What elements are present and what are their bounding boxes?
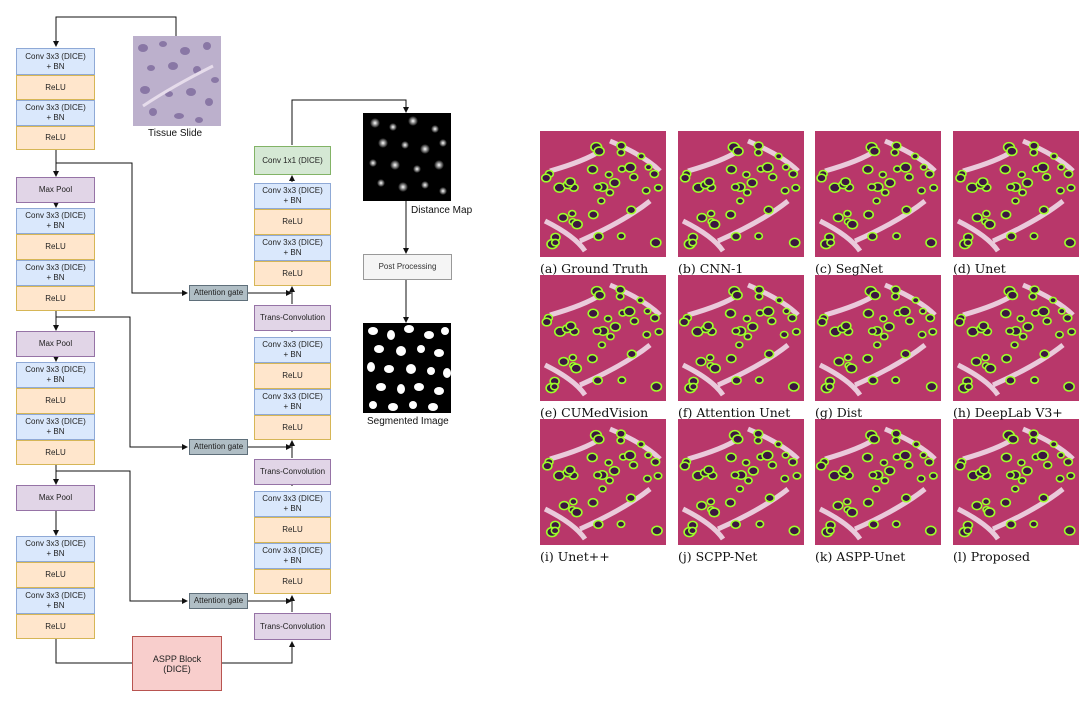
aspp-block: ASPP Block (DICE) <box>132 636 222 691</box>
max-pool-block: Max Pool <box>16 331 95 357</box>
caption-aspp-unet: (k) ASPP-Unet <box>815 549 906 564</box>
caption-segnet: (c) SegNet <box>815 261 884 276</box>
decoder-conv-block: Conv 3x3 (DICE) + BN <box>254 337 331 363</box>
trans-convolution-block: Trans-Convolution <box>254 459 331 485</box>
result-tile-5 <box>678 275 804 401</box>
decoder-conv-block: Conv 3x3 (DICE) + BN <box>254 389 331 415</box>
distance-map-label: Distance Map <box>411 205 473 216</box>
encoder-conv-block: Conv 3x3 (DICE) + BN <box>16 536 95 562</box>
decoder-relu-block: ReLU <box>254 363 331 389</box>
encoder-relu-block: ReLU <box>16 388 95 414</box>
decoder-relu-block: ReLU <box>254 415 331 440</box>
result-tile-0 <box>540 131 666 257</box>
segmented-image <box>363 323 451 413</box>
tissue-slide-image <box>133 36 221 126</box>
result-tile-3 <box>953 131 1079 257</box>
decoder-conv-block: Conv 3x3 (DICE) + BN <box>254 543 331 569</box>
encoder-conv-block: Conv 3x3 (DICE) + BN <box>16 100 95 126</box>
result-tile-6 <box>815 275 941 401</box>
result-tile-10 <box>815 419 941 545</box>
result-tile-4 <box>540 275 666 401</box>
caption-unetpp: (i) Unet++ <box>540 549 610 564</box>
attention-gate-2: Attention gate <box>189 439 248 455</box>
conv1x1-block: Conv 1x1 (DICE) <box>254 146 331 175</box>
decoder-relu-block: ReLU <box>254 517 331 543</box>
caption-proposed: (l) Proposed <box>953 549 1030 564</box>
encoder-relu-block: ReLU <box>16 75 95 100</box>
post-processing-block: Post Processing <box>363 254 452 280</box>
result-tile-7 <box>953 275 1079 401</box>
decoder-conv-block: Conv 3x3 (DICE) + BN <box>254 183 331 209</box>
encoder-relu-block: ReLU <box>16 126 95 150</box>
decoder-relu-block: ReLU <box>254 261 331 286</box>
result-tile-8 <box>540 419 666 545</box>
segmented-image-label: Segmented Image <box>367 416 449 427</box>
attention-gate-1: Attention gate <box>189 285 248 301</box>
distance-map-image <box>363 113 451 201</box>
encoder-relu-block: ReLU <box>16 286 95 311</box>
encoder-conv-block: Conv 3x3 (DICE) + BN <box>16 48 95 75</box>
max-pool-block: Max Pool <box>16 485 95 511</box>
caption-ground-truth: (a) Ground Truth <box>540 261 649 276</box>
max-pool-block: Max Pool <box>16 177 95 203</box>
encoder-conv-block: Conv 3x3 (DICE) + BN <box>16 208 95 234</box>
attention-gate-3: Attention gate <box>189 593 248 609</box>
result-tile-11 <box>953 419 1079 545</box>
result-tile-9 <box>678 419 804 545</box>
caption-attention-unet: (f) Attention Unet <box>678 405 791 420</box>
encoder-relu-block: ReLU <box>16 440 95 465</box>
result-tile-1 <box>678 131 804 257</box>
caption-dist: (g) Dist <box>815 405 863 420</box>
caption-scpp-net: (j) SCPP-Net <box>678 549 758 564</box>
encoder-conv-block: Conv 3x3 (DICE) + BN <box>16 362 95 388</box>
encoder-conv-block: Conv 3x3 (DICE) + BN <box>16 588 95 614</box>
caption-cnn-1: (b) CNN-1 <box>678 261 744 276</box>
result-tile-2 <box>815 131 941 257</box>
encoder-relu-block: ReLU <box>16 234 95 260</box>
encoder-relu-block: ReLU <box>16 562 95 588</box>
tissue-slide-label: Tissue Slide <box>148 128 203 139</box>
decoder-relu-block: ReLU <box>254 569 331 594</box>
trans-convolution-block: Trans-Convolution <box>254 305 331 331</box>
caption-cumedvision: (e) CUMedVision <box>540 405 649 420</box>
trans-convolution-block: Trans-Convolution <box>254 613 331 640</box>
decoder-conv-block: Conv 3x3 (DICE) + BN <box>254 235 331 261</box>
caption-unet: (d) Unet <box>953 261 1006 276</box>
encoder-conv-block: Conv 3x3 (DICE) + BN <box>16 414 95 440</box>
decoder-relu-block: ReLU <box>254 209 331 235</box>
encoder-relu-block: ReLU <box>16 614 95 639</box>
encoder-conv-block: Conv 3x3 (DICE) + BN <box>16 260 95 286</box>
caption-deeplab: (h) DeepLab V3+ <box>953 405 1063 420</box>
decoder-conv-block: Conv 3x3 (DICE) + BN <box>254 491 331 517</box>
